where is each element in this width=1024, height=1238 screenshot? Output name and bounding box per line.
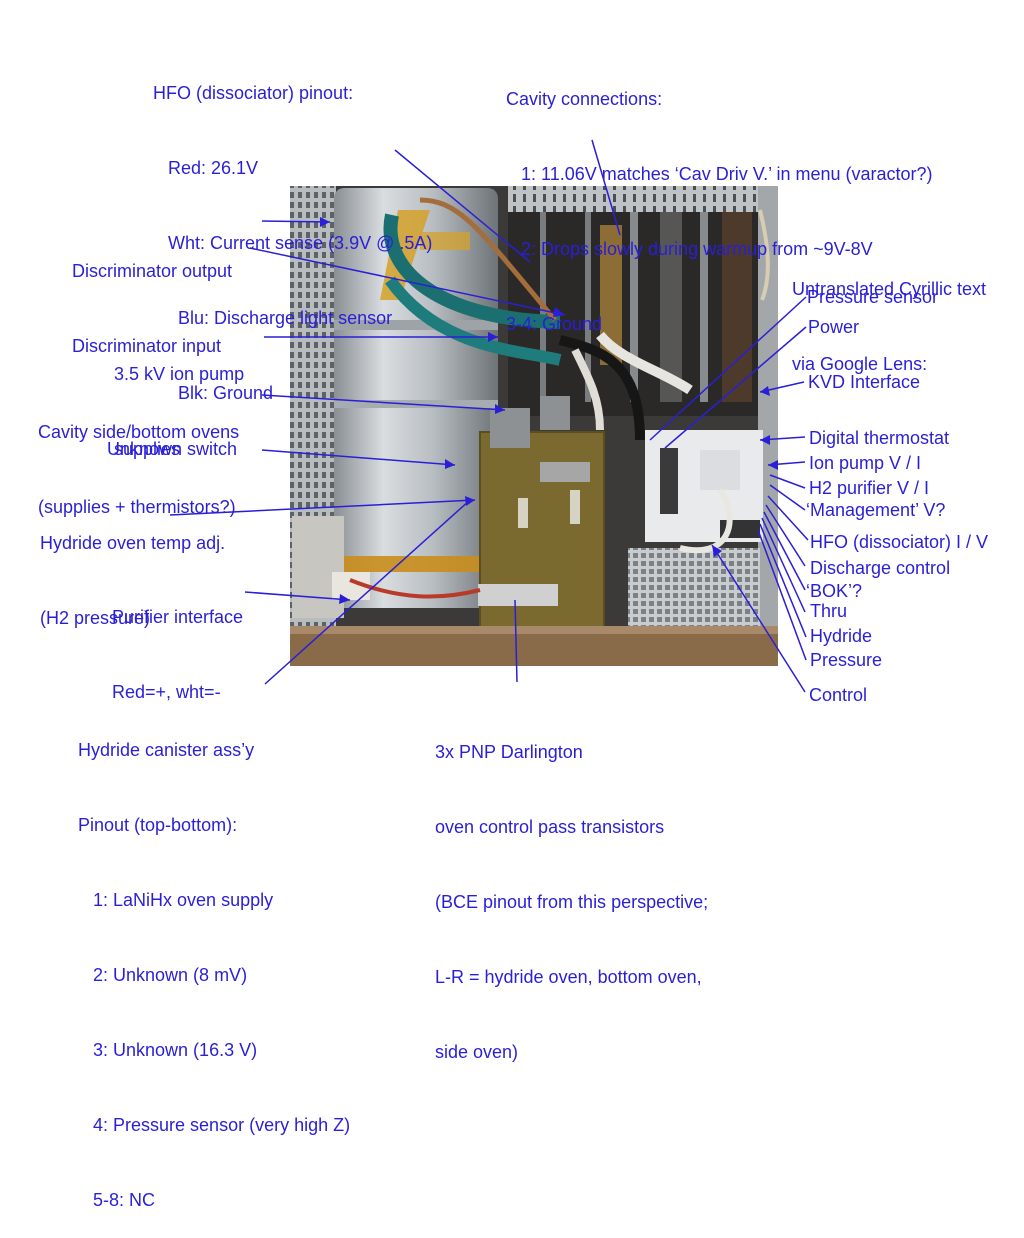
pnp-darlington-note: 3x PNP Darlington oven control pass tran… [435,690,708,1090]
hfo-pin-blu: Blu: Discharge light sensor [153,308,393,328]
hfo-pinout-note: HFO (dissociator) pinout: Red: 26.1V Wht… [153,31,432,431]
pressure-sensor-label: Pressure sensor [807,287,939,307]
management-v-label: ‘Management’ V? [806,500,946,520]
digital-thermostat-label: Digital thermostat [809,428,950,448]
cavity-pin-1: 1: 11.06V matches ‘Cav Driv V.’ in menu … [506,164,933,184]
kvd-interface-label: KVD Interface [808,372,921,392]
cavity-pin-3-4: 3-4: Ground [506,314,603,334]
thru-label: Thru [810,601,848,621]
cavity-ovens-line-1: Cavity side/bottom ovens [38,422,240,442]
ion-pump-line-1: 3.5 kV ion pump [114,364,245,384]
hfo-iv-label: HFO (dissociator) I / V [810,532,989,552]
hydride-canister-note: Hydride canister ass’y Pinout (top-botto… [78,688,350,1238]
canister-pin-2: 2: Unknown (8 mV) [78,965,248,985]
hydride-adj-line-2: (H2 pressure) [40,608,151,628]
discriminator-input: Discriminator input [72,336,222,356]
cavity-pin-2: 2: Drops slowly during warmup from ~9V-8… [506,239,873,259]
ion-pump-supplies-note: 3.5 kV ion pump supplies [114,312,244,487]
canister-pin-4: 4: Pressure sensor (very high Z) [78,1115,351,1135]
hydride-adj-line-1: Hydride oven temp adj. [40,533,226,553]
discriminator-output: Discriminator output [72,261,233,281]
hfo-pin-red: Red: 26.1V [153,158,259,178]
pnp-line-3: (BCE pinout from this perspective; [435,892,709,912]
bok-label: ‘BOK’? [806,581,863,601]
unknown-switch-label: Unknown switch [107,439,238,459]
cyrillic-line-1: Untranslated Cyrillic text [792,279,987,299]
purifier-line-2: Red=+, wht=- [112,682,221,702]
canister-pin-1: 1: LaNiHx oven supply [78,890,274,910]
cavity-ovens-note: Cavity side/bottom ovens (supplies + the… [38,370,239,545]
canister-pin-5-8: 5-8: NC [78,1190,156,1210]
canister-title: Hydride canister ass’y [78,740,255,760]
pnp-line-1: 3x PNP Darlington [435,742,583,762]
pnp-line-2: oven control pass transistors [435,817,665,837]
cavity-connections-note: Cavity connections: 1: 11.06V matches ‘C… [506,37,933,362]
pressure-label: Pressure [810,650,883,670]
discharge-control-label: Discharge control [810,558,951,578]
cavity-ovens-line-2: (supplies + thermistors?) [38,497,236,517]
power-label: Power [808,317,860,337]
hydride-label: Hydride [810,626,873,646]
hydride-oven-adj-note: Hydride oven temp adj. (H2 pressure) [40,481,225,656]
power-supply [628,548,760,626]
cyrillic-line-2: via Google Lens: [792,354,928,374]
hfo-pin-blk: Blk: Ground [153,383,274,403]
hfo-pin-wht: Wht: Current sense (3.9V @ .5A) [153,233,433,253]
purifier-line-1: Purifier interface [112,607,244,627]
h2-purifier-vi-label: H2 purifier V / I [809,478,930,498]
pnp-line-4: L-R = hydride oven, bottom oven, [435,967,702,987]
canister-pin-3: 3: Unknown (16.3 V) [78,1040,258,1060]
hfo-pinout-title: HFO (dissociator) pinout: [153,83,354,103]
ion-pump-vi-label: Ion pump V / I [809,453,922,473]
purifier-interface-note: Purifier interface Red=+, wht=- [112,555,243,730]
cavity-title: Cavity connections: [506,89,663,109]
ion-pump-line-2: supplies [114,439,181,459]
pnp-line-5: side oven) [435,1042,519,1062]
discriminator-note: Discriminator output Discriminator input [72,209,232,384]
canister-subtitle: Pinout (top-bottom): [78,815,238,835]
control-label: Control [809,685,868,705]
cyrillic-note: Untranslated Cyrillic text via Google Le… [792,227,986,402]
purifier-module [292,516,344,618]
